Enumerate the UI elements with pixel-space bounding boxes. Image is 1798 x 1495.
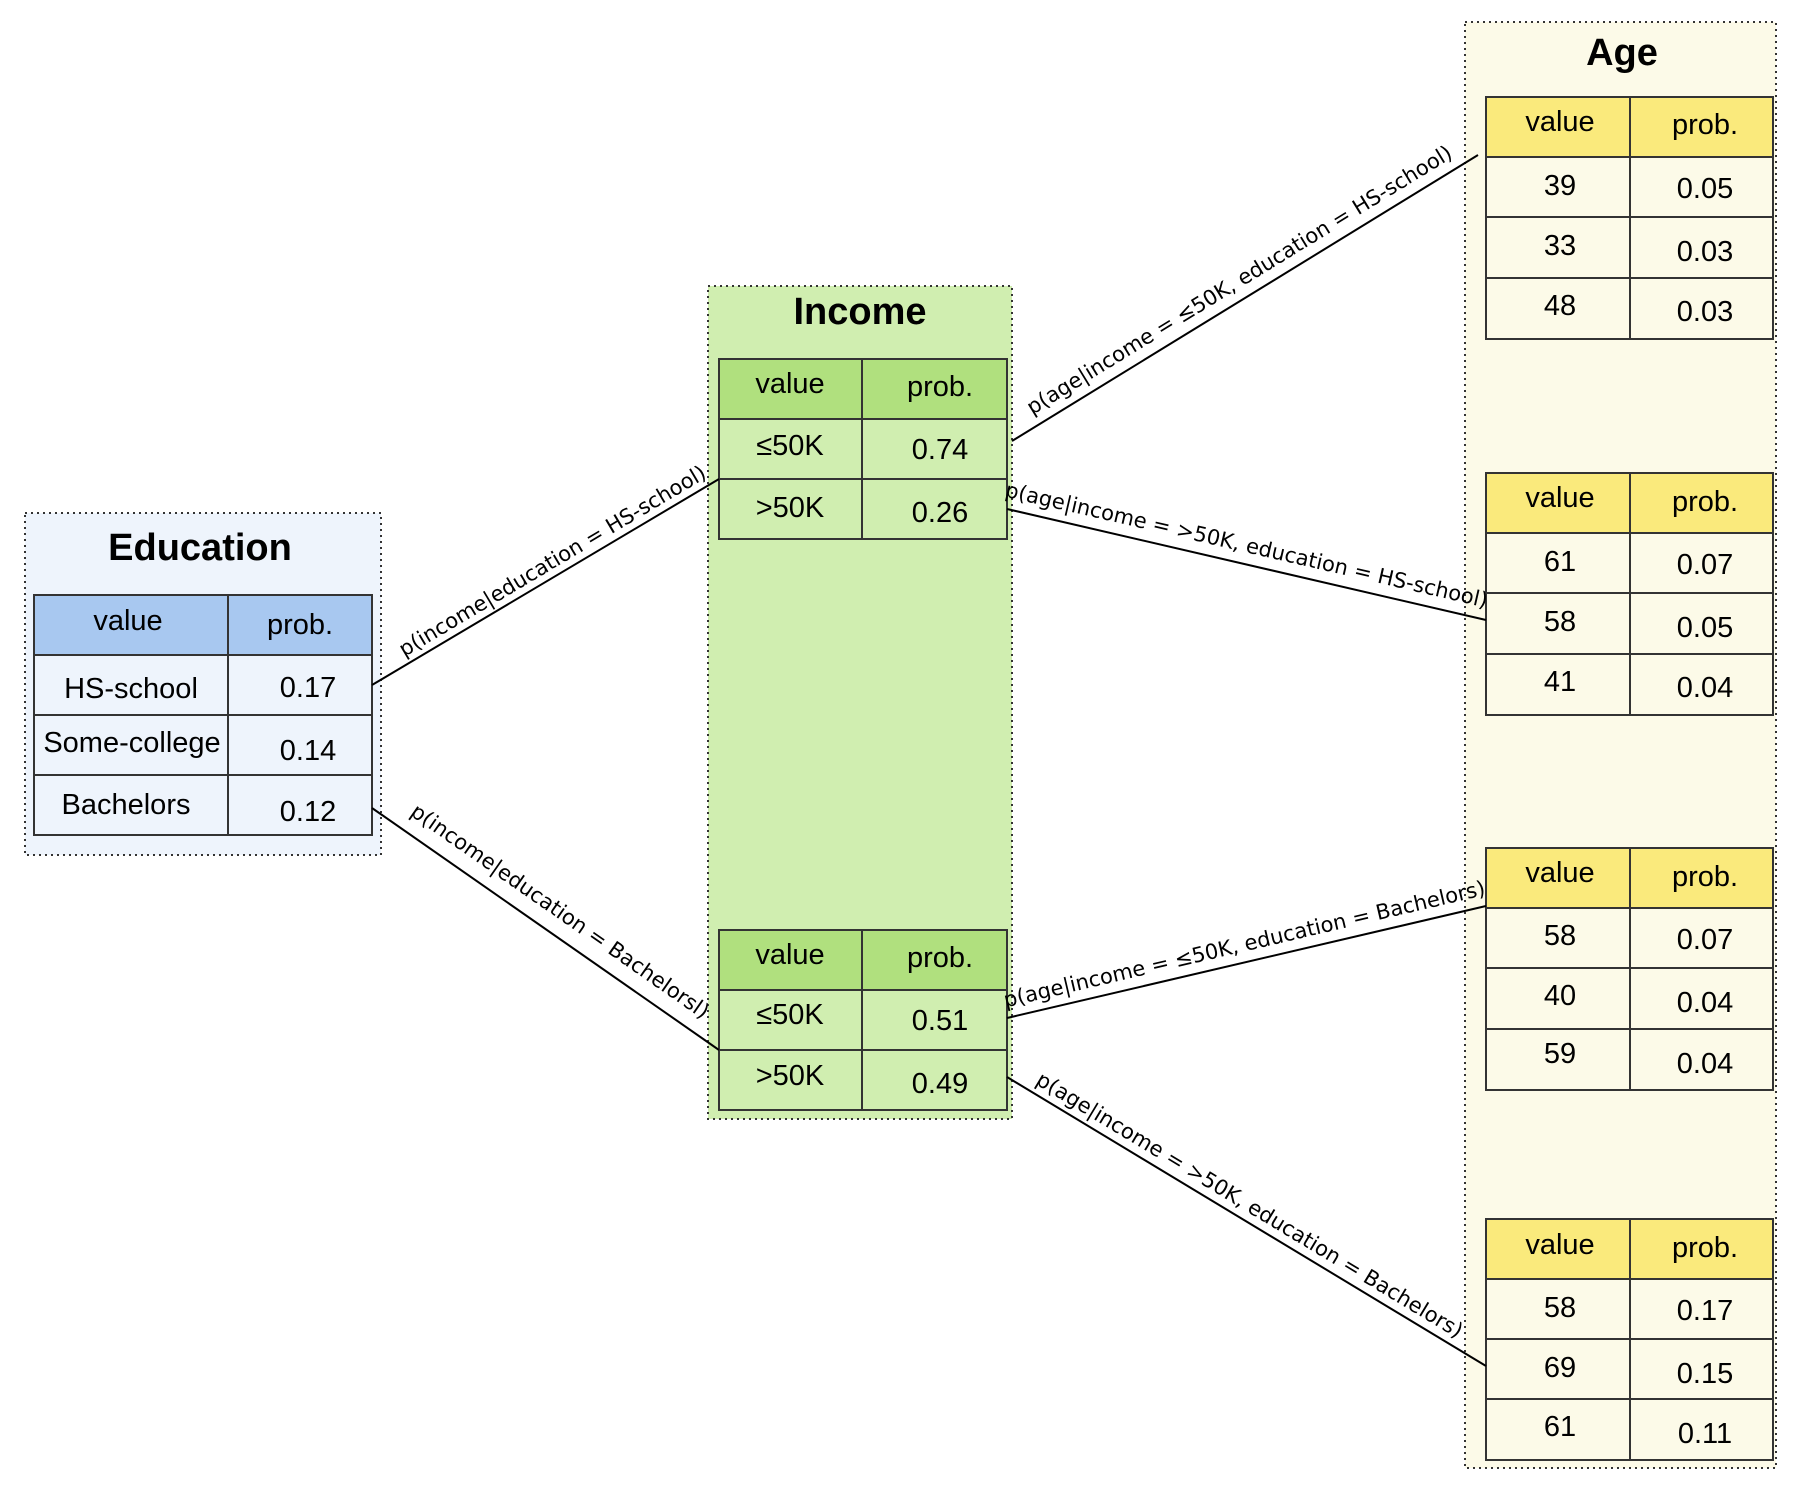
income-header-value: value (755, 368, 824, 400)
age-row-prob: 0.04 (1677, 672, 1733, 704)
age-row-value: 61 (1544, 1411, 1576, 1443)
edge-education-hs-to-income: p(income|education = HS-school) (371, 461, 720, 686)
income-table-2: value prob. ≤50K 0.51 >50K 0.49 (718, 929, 1008, 1111)
education-row-value: HS-school (64, 673, 198, 705)
income-title: Income (793, 291, 926, 333)
age-row-value: 39 (1544, 170, 1576, 202)
age-header-prob: prob. (1672, 486, 1738, 518)
age-header-prob: prob. (1672, 1232, 1738, 1264)
age-row-value: 61 (1544, 546, 1576, 578)
age-row-prob: 0.04 (1677, 987, 1733, 1019)
education-row-prob: 0.17 (280, 672, 336, 704)
age-row-prob: 0.04 (1677, 1048, 1733, 1080)
age-row-value: 41 (1544, 666, 1576, 698)
education-row-value: Bachelors (62, 789, 191, 821)
age-row-value: 40 (1544, 980, 1576, 1012)
edge-label: p(age|income = ≤50K, education = Bachelo… (1001, 876, 1487, 1013)
income-row-value: ≤50K (756, 999, 824, 1031)
age-row-value: 58 (1544, 920, 1576, 952)
edge-education-bachelors-to-income: p(income|education = Bachelorsl) (371, 799, 720, 1051)
edge-income-le50k-hs-to-age: p(age|income = ≤50K, education = HS-scho… (1011, 141, 1479, 442)
education-header-value: value (93, 605, 162, 637)
edge-label: p(age|income = >50K, education = HS-scho… (1003, 478, 1490, 614)
age-header-prob: prob. (1672, 861, 1738, 893)
edge-label: p(age|income = ≤50K, education = HS-scho… (1022, 141, 1457, 421)
age-row-prob: 0.03 (1677, 236, 1733, 268)
income-header-prob: prob. (907, 371, 973, 403)
age-row-prob: 0.07 (1677, 924, 1733, 956)
age-row-prob: 0.15 (1677, 1358, 1733, 1390)
age-table-4: value prob. 58 0.17 69 0.15 61 0.11 (1485, 1218, 1774, 1461)
income-table-1: value prob. ≤50K 0.74 >50K 0.26 (718, 358, 1008, 540)
age-row-prob: 0.05 (1677, 612, 1733, 644)
education-row-prob: 0.14 (280, 735, 336, 767)
age-row-value: 59 (1544, 1038, 1576, 1070)
age-header-value: value (1525, 106, 1594, 138)
age-header-value: value (1525, 1229, 1594, 1261)
income-row-prob: 0.26 (912, 497, 968, 529)
edge-label: p(income|education = Bachelorsl) (406, 799, 714, 1024)
edge-income-gt50k-bachelors-to-age: p(age|income = >50K, education = Bachelo… (1006, 1067, 1487, 1367)
income-row-prob: 0.74 (912, 434, 968, 466)
edge-income-le50k-bachelors-to-age: p(age|income = ≤50K, education = Bachelo… (1001, 876, 1488, 1019)
age-table-3: value prob. 58 0.07 40 0.04 59 0.04 (1485, 847, 1774, 1091)
age-row-prob: 0.05 (1677, 173, 1733, 205)
income-row-value: >50K (756, 1060, 825, 1092)
age-row-value: 58 (1544, 1292, 1576, 1324)
edge-label: p(income|education = HS-school) (395, 461, 711, 663)
age-row-prob: 0.07 (1677, 549, 1733, 581)
edge-label: p(age|income = >50K, education = Bachelo… (1032, 1067, 1468, 1343)
age-row-prob: 0.11 (1678, 1418, 1732, 1450)
income-row-value: ≤50K (756, 430, 824, 462)
age-table-1: value prob. 39 0.05 33 0.03 48 0.03 (1485, 96, 1774, 340)
age-title: Age (1586, 32, 1658, 74)
age-row-value: 33 (1544, 230, 1576, 262)
age-row-prob: 0.03 (1677, 296, 1733, 328)
income-header-prob: prob. (907, 942, 973, 974)
income-row-prob: 0.49 (912, 1068, 968, 1100)
age-row-value: 69 (1544, 1352, 1576, 1384)
age-header-value: value (1525, 857, 1594, 889)
education-header-prob: prob. (267, 609, 333, 641)
education-title: Education (108, 527, 292, 569)
education-row-value: Some-college (43, 727, 220, 759)
education-table: value prob. HS-school 0.17 Some-college … (33, 594, 373, 836)
age-row-value: 58 (1544, 606, 1576, 638)
income-row-prob: 0.51 (912, 1005, 968, 1037)
age-header-prob: prob. (1672, 109, 1738, 141)
education-row-prob: 0.12 (280, 796, 336, 828)
age-row-prob: 0.17 (1677, 1295, 1733, 1327)
age-table-2: value prob. 61 0.07 58 0.05 41 0.04 (1485, 472, 1774, 716)
edge-income-gt50k-hs-to-age: p(age|income = >50K, education = HS-scho… (1003, 478, 1490, 621)
income-row-value: >50K (756, 492, 825, 524)
age-header-value: value (1525, 482, 1594, 514)
income-header-value: value (755, 939, 824, 971)
age-row-value: 48 (1544, 290, 1576, 322)
